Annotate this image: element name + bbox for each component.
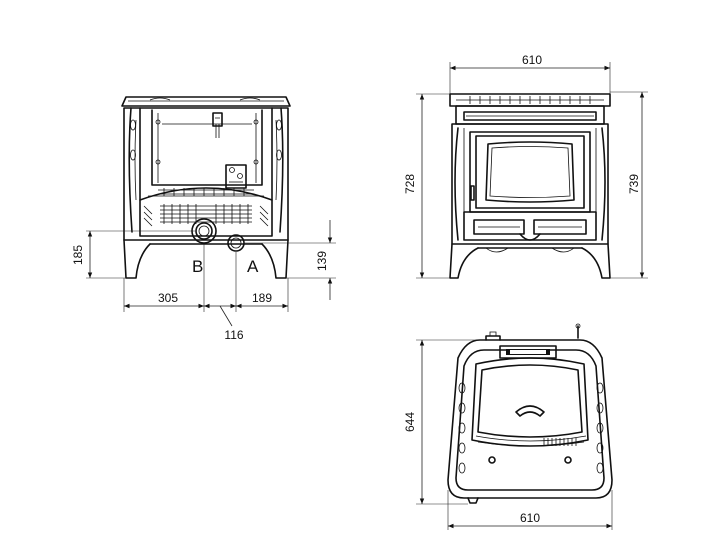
dim-644: 644 bbox=[403, 412, 417, 432]
label-outlet-b: B bbox=[192, 257, 203, 276]
dim-305: 305 bbox=[158, 291, 178, 305]
label-outlet-a: A bbox=[247, 257, 259, 276]
dim-front-610: 610 bbox=[522, 53, 542, 67]
dim-top-610: 610 bbox=[520, 511, 540, 525]
flue-outlet-b bbox=[191, 218, 217, 244]
top-view: 644 610 bbox=[403, 323, 613, 530]
dim-185: 185 bbox=[71, 245, 85, 265]
dim-116: 116 bbox=[224, 328, 243, 342]
air-inlet-a bbox=[227, 234, 245, 252]
front-view: 610 728 739 bbox=[403, 53, 648, 279]
dim-139: 139 bbox=[315, 251, 329, 271]
dim-739: 739 bbox=[627, 174, 641, 194]
dim-728: 728 bbox=[403, 174, 417, 194]
back-view: B A 185 139 305 189 116 bbox=[71, 96, 336, 342]
vent-grille bbox=[158, 188, 254, 224]
dim-189: 189 bbox=[252, 291, 272, 305]
